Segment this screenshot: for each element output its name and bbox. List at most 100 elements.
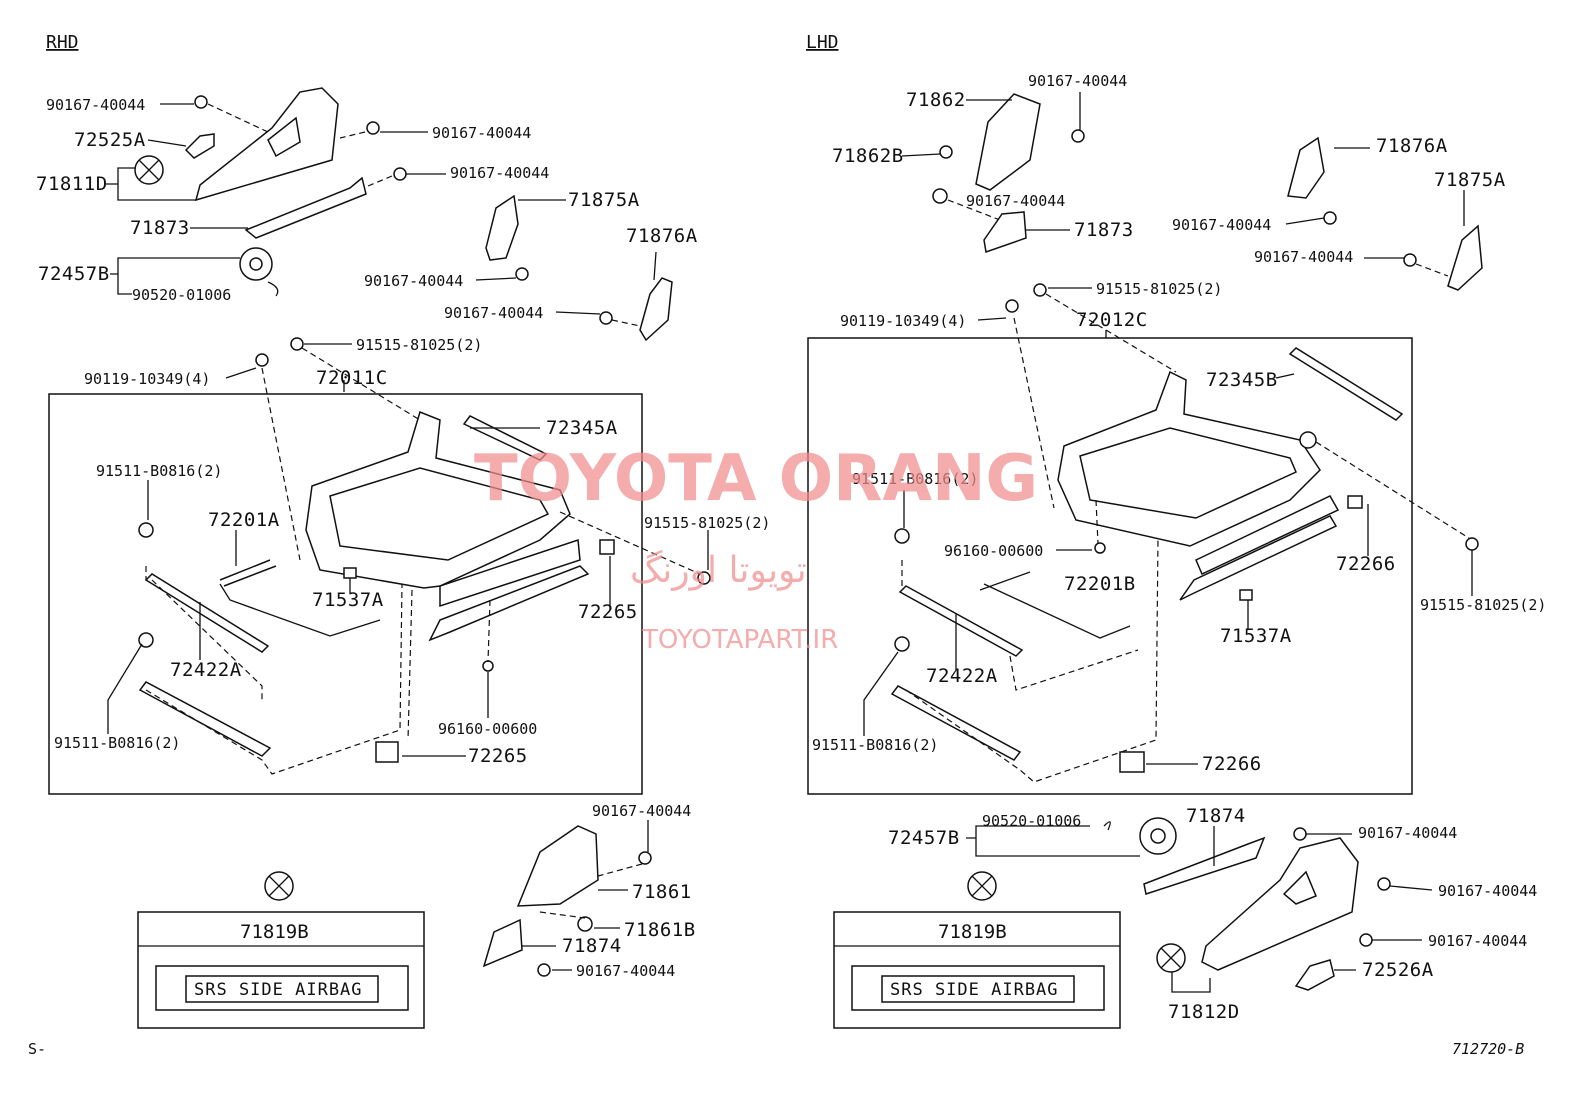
bolt-icon: [1293, 827, 1307, 841]
trim-shape: [485, 194, 519, 261]
part-number: 90167-40044: [1028, 72, 1127, 90]
part-number: 96160-00600: [944, 542, 1043, 560]
part-number: 72012C: [1076, 309, 1148, 331]
part-number: 91511-B0816(2): [852, 470, 978, 488]
label-part-number: 71819B: [938, 921, 1007, 943]
bolt-icon: [290, 337, 304, 351]
trim-shape: [1287, 136, 1325, 199]
part-number: 90167-40044: [364, 272, 463, 290]
cap-icon: [577, 916, 593, 932]
cover-icon: [375, 741, 399, 763]
part-number: 91515-81025(2): [1420, 596, 1546, 614]
part-number: 72526A: [1362, 959, 1434, 981]
part-number: 71875A: [568, 189, 640, 211]
bolt-icon: [138, 522, 154, 538]
watermark: TOYOTA ORANG تویوتا اورنگ TOYOTAPART.IR: [474, 442, 1038, 655]
leader-lines: [106, 92, 1473, 993]
part-number: 90167-40044: [444, 304, 543, 322]
part-number: 90119-10349(4): [840, 312, 966, 330]
bolt-icon: [894, 636, 910, 652]
watermark-title: TOYOTA ORANG: [474, 442, 1038, 516]
part-number: 71873: [1074, 219, 1134, 241]
part-number: 96160-00600: [438, 720, 537, 738]
part-number: 90167-40044: [576, 962, 675, 980]
rhd-upper-parts: [134, 87, 673, 367]
bolt-icon: [599, 311, 613, 325]
bolt-icon: [894, 528, 910, 544]
bolt-icon: [393, 167, 407, 181]
bar-shape: [890, 685, 1022, 761]
part-number: 72265: [578, 601, 638, 623]
part-number: 72201B: [1064, 573, 1136, 595]
knob-shape: [1294, 959, 1335, 991]
watermark-url: TOYOTAPART.IR: [641, 625, 838, 655]
part-number: 72266: [1336, 553, 1396, 575]
part-number: 71861: [632, 881, 692, 903]
footer-left-code: S-: [28, 1040, 46, 1058]
part-number: 90167-40044: [1172, 216, 1271, 234]
cap-icon: [939, 145, 953, 159]
clip-icon: [1094, 542, 1106, 554]
part-number: 90119-10349(4): [84, 370, 210, 388]
inner-cover-shape: [244, 176, 367, 239]
bolt-icon: [138, 632, 154, 648]
part-number: 72345A: [546, 417, 618, 439]
label-part-number: 71819B: [240, 921, 309, 943]
bolt-icon: [1465, 537, 1479, 551]
part-number: 91515-81025(2): [644, 514, 770, 532]
part-number: 90167-40044: [432, 124, 531, 142]
inner-cover-shape: [1143, 836, 1266, 895]
part-number: 72265: [468, 745, 528, 767]
part-number: 72201A: [208, 509, 280, 531]
knob-shape: [184, 133, 215, 159]
lhd-heading: LHD: [806, 32, 839, 53]
srs-side-airbag-text: SRS SIDE AIRBAG: [890, 980, 1059, 1000]
bolt-icon: [537, 963, 551, 977]
lhd-airbag-label: 71819B SRS SIDE AIRBAG: [833, 911, 1121, 1029]
clip-icon: [1239, 589, 1253, 601]
part-number: 72422A: [170, 659, 242, 681]
bracket-shape: [482, 918, 523, 968]
cover-icon: [1347, 495, 1363, 509]
part-number: 71862B: [832, 145, 904, 167]
part-number: 72457B: [38, 263, 110, 285]
part-number: 72266: [1202, 753, 1262, 775]
part-number: 72457B: [888, 827, 960, 849]
part-number: 90167-40044: [1428, 932, 1527, 950]
cover-icon: [1119, 751, 1145, 773]
shield-shape: [975, 93, 1041, 191]
part-number: 90167-40044: [1358, 824, 1457, 842]
bolt-icon: [1071, 129, 1085, 143]
bolt-icon: [1005, 299, 1019, 313]
part-number: 71537A: [312, 589, 384, 611]
srs-side-airbag-text: SRS SIDE AIRBAG: [194, 980, 363, 1000]
part-number: 91515-81025(2): [356, 336, 482, 354]
part-number: 71862: [906, 89, 966, 111]
rhd-airbag-label: 71819B SRS SIDE AIRBAG: [137, 911, 425, 1029]
part-number: 71537A: [1220, 625, 1292, 647]
part-number: 71876A: [626, 225, 698, 247]
lhd-seat-track-frame: [807, 337, 1413, 795]
part-number: 71874: [562, 935, 622, 957]
lhd-upper-parts: [932, 93, 1483, 313]
bolt-icon: [1359, 933, 1373, 947]
bolt-icon: [1299, 431, 1317, 449]
part-number: 71812D: [1168, 1001, 1240, 1023]
cover-shape: [983, 211, 1027, 254]
part-number: 91511-B0816(2): [96, 462, 222, 480]
rhd-heading: RHD: [46, 32, 79, 53]
lhd-lower-parts: [967, 817, 1391, 991]
part-number: 71873: [130, 217, 190, 239]
part-number: 90167-40044: [46, 96, 145, 114]
bolt-icon: [697, 571, 711, 585]
bolt-icon: [1323, 211, 1337, 225]
lhd-part-numbers: 71862 90167-40044 71862B 71876A 90167-40…: [812, 72, 1546, 1023]
recliner-cover-shape: [1201, 837, 1359, 971]
part-number: 90167-40044: [1438, 882, 1537, 900]
part-number: 71811D: [36, 173, 108, 195]
bar-shape: [144, 573, 270, 653]
part-number: 91511-B0816(2): [812, 736, 938, 754]
bar-shape: [138, 681, 272, 757]
part-number: 72525A: [74, 129, 146, 151]
